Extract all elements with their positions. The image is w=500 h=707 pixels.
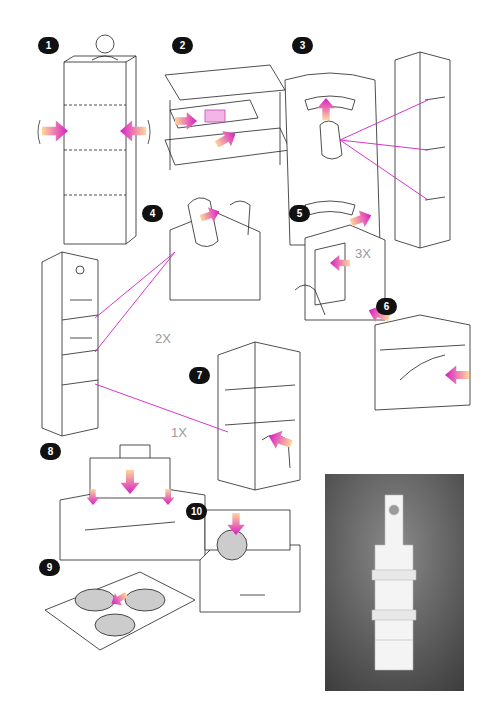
callout-number: 8 <box>40 443 61 460</box>
callout-number: 1 <box>38 37 59 54</box>
callout-number: 6 <box>376 298 397 315</box>
callout-number: 9 <box>39 559 60 576</box>
callout-number: 10 <box>186 503 207 520</box>
callout-number: 3 <box>292 37 313 54</box>
quantity-label: 1X <box>170 426 188 440</box>
callout-number: 4 <box>142 205 163 222</box>
quantity-label: 2X <box>154 332 172 346</box>
callout-number: 5 <box>289 205 310 222</box>
callout-number: 7 <box>189 367 210 384</box>
callout-number: 2 <box>172 37 193 54</box>
quantity-label: 3X <box>354 247 372 261</box>
